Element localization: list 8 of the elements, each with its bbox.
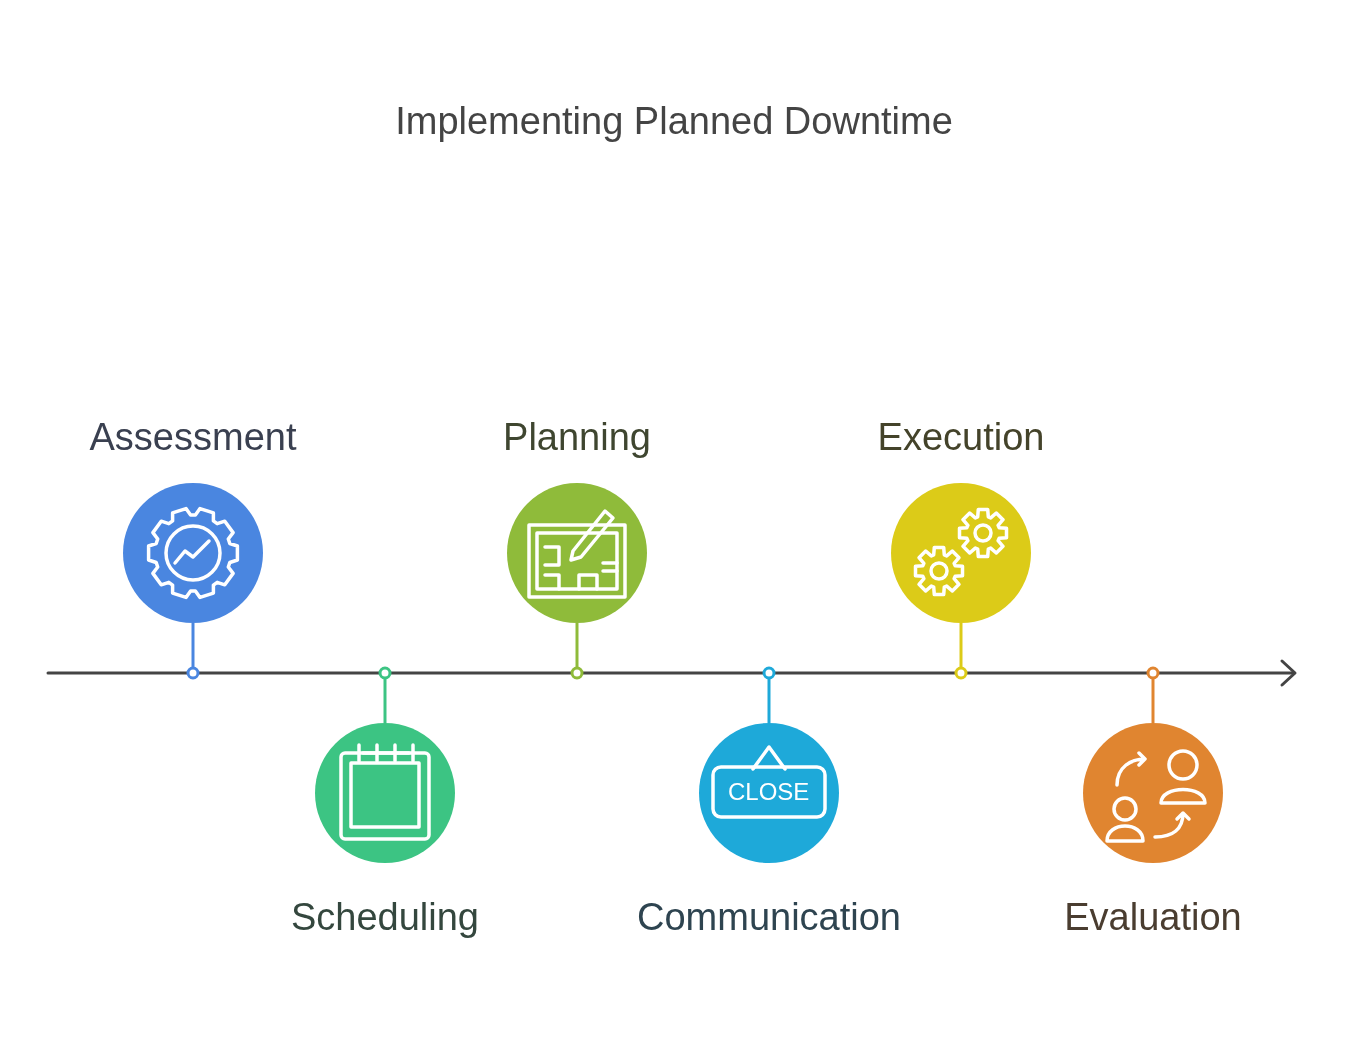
step-heading: Planning xyxy=(503,415,651,460)
diagram-title: Implementing Planned Downtime xyxy=(394,100,954,143)
step-heading: Communication xyxy=(637,895,901,940)
step-heading: Evaluation xyxy=(1064,895,1242,940)
step-heading: Scheduling xyxy=(290,895,479,940)
step-heading: Execution xyxy=(877,415,1045,460)
sign-text: CLOSE xyxy=(728,778,810,806)
step-heading: Assessment xyxy=(89,415,297,460)
